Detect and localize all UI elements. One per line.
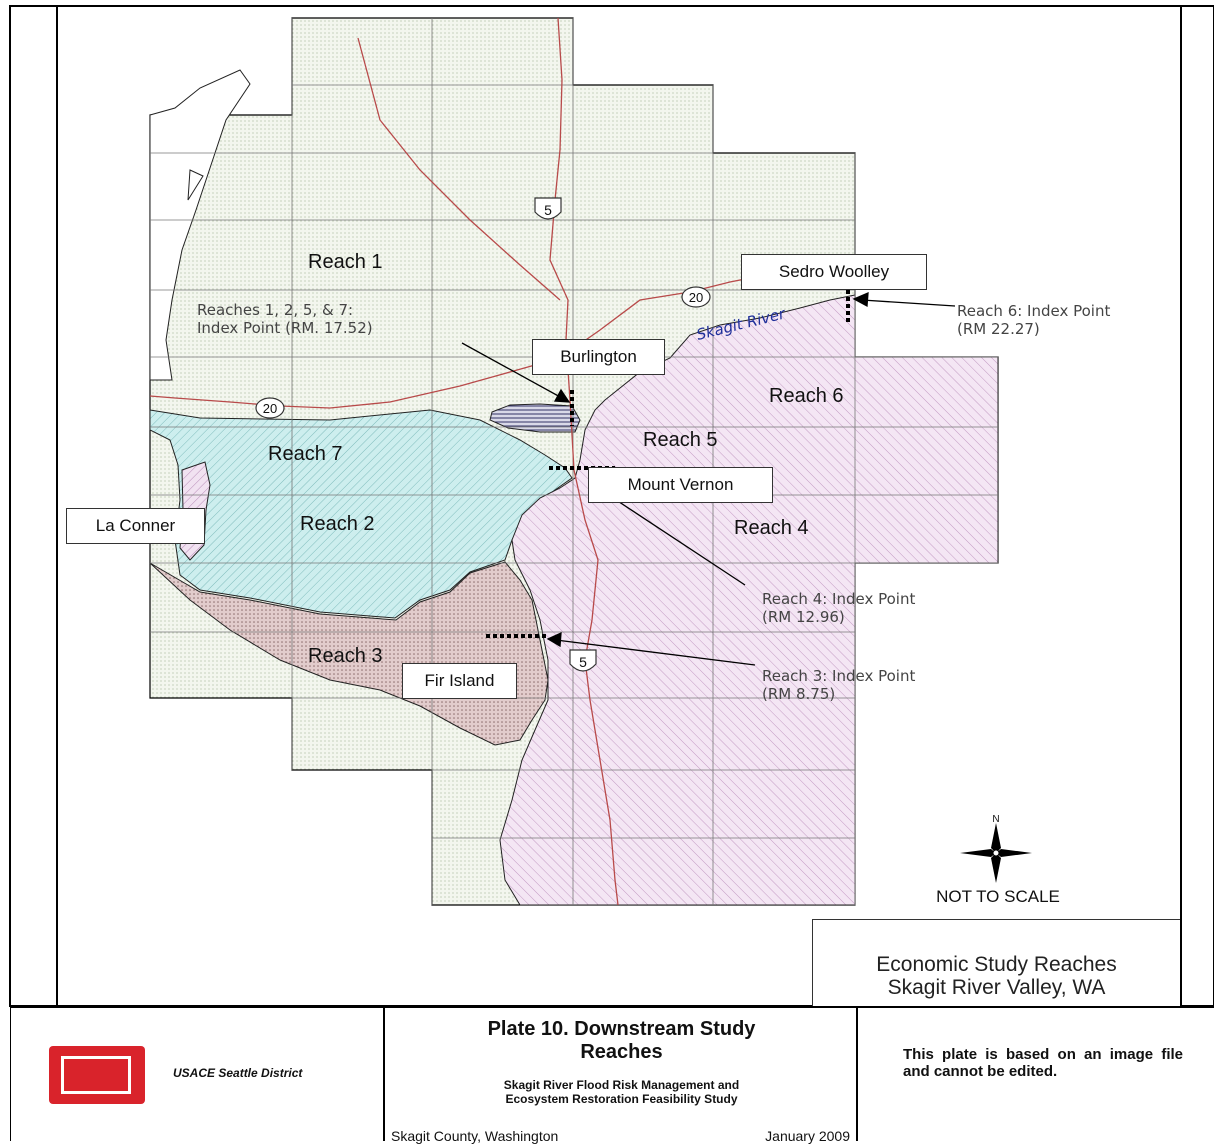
place-label-mount-vernon: Mount Vernon bbox=[588, 467, 773, 503]
reach-4-label: Reach 4 bbox=[734, 517, 809, 539]
reach-4-6-area bbox=[499, 294, 999, 906]
reach-5-area bbox=[489, 403, 581, 433]
sr20-east-shield: 20 bbox=[681, 286, 711, 308]
plate-subtitle-line1: Skagit River Flood Risk Management and bbox=[503, 1078, 740, 1092]
sr20-east-shield-text: 20 bbox=[689, 290, 703, 305]
sr20-west-shield-text: 20 bbox=[263, 401, 277, 416]
title-block-note-cell: This plate is based on an image file and… bbox=[856, 1008, 1214, 1141]
map-grid bbox=[150, 18, 998, 905]
place-label-burlington: Burlington bbox=[532, 339, 665, 375]
place-label-fir-island: Fir Island bbox=[402, 663, 517, 699]
i5-north-shield-text: 5 bbox=[544, 202, 552, 218]
state-route-20-west bbox=[149, 395, 331, 409]
plate-date: January 2009 bbox=[765, 1128, 850, 1144]
reach-1-label: Reach 1 bbox=[308, 251, 383, 273]
reach-2-label: Reach 2 bbox=[300, 513, 375, 535]
title-block-plate-cell: Plate 10. Downstream Study Reaches Skagi… bbox=[383, 1008, 858, 1144]
sr20-west-shield: 20 bbox=[255, 397, 285, 419]
title-block: USACE Seattle District Plate 10. Downstr… bbox=[10, 1006, 1214, 1144]
usace-castle-logo-icon bbox=[49, 1046, 145, 1104]
plate-county: Skagit County, Washington bbox=[391, 1128, 559, 1144]
interstate-5 bbox=[549, 17, 619, 906]
reach-6-index-line2: (RM 22.27) bbox=[957, 320, 1040, 338]
scale-note: NOT TO SCALE bbox=[936, 887, 1060, 906]
i5-south-shield-text: 5 bbox=[579, 654, 587, 670]
place-label-sedro-woolley: Sedro Woolley bbox=[741, 254, 927, 290]
reach-6-index-line1: Reach 6: Index Point bbox=[957, 302, 1110, 320]
reach-3-index-line2: (RM 8.75) bbox=[762, 685, 835, 703]
plate-title-line1: Plate 10. Downstream Study bbox=[487, 1018, 756, 1040]
index-point-markers bbox=[486, 290, 850, 638]
reach-6-label: Reach 6 bbox=[769, 385, 844, 407]
study-title-line1: Economic Study Reaches bbox=[876, 953, 1117, 976]
reaches-1-2-5-7-index-line1: Reaches 1, 2, 5, & 7: bbox=[197, 301, 353, 319]
reach-4-index-line1: Reach 4: Index Point bbox=[762, 590, 915, 608]
organization-name: USACE Seattle District bbox=[173, 1066, 303, 1080]
north-arrow-icon bbox=[960, 823, 1032, 883]
study-title-box: Economic Study Reaches Skagit River Vall… bbox=[812, 919, 1180, 1006]
coastline-inlet bbox=[187, 169, 204, 201]
i5-south-shield: 5 bbox=[569, 649, 597, 672]
reach-3-index-line1: Reach 3: Index Point bbox=[762, 667, 915, 685]
plate-subtitle-line2: Ecosystem Restoration Feasibility Study bbox=[505, 1092, 738, 1106]
place-label-la-conner: La Conner bbox=[66, 508, 205, 544]
reach-3-label: Reach 3 bbox=[308, 645, 383, 667]
study-title-line2: Skagit River Valley, WA bbox=[887, 976, 1106, 999]
reaches-1-2-5-7-index-line2: Index Point (RM. 17.52) bbox=[197, 319, 373, 337]
north-arrow-label: N bbox=[992, 814, 999, 825]
coastline-water bbox=[149, 69, 251, 381]
plate-title-line2: Reaches bbox=[580, 1041, 663, 1063]
highway-diagonal bbox=[357, 37, 561, 301]
image-file-note: This plate is based on an image file and… bbox=[903, 1046, 1183, 1080]
i5-north-shield: 5 bbox=[534, 197, 562, 220]
reach-7-label: Reach 7 bbox=[268, 443, 343, 465]
reach-5-label: Reach 5 bbox=[643, 429, 718, 451]
reach-4-index-line2: (RM 12.96) bbox=[762, 608, 845, 626]
title-block-logo-cell: USACE Seattle District bbox=[10, 1008, 384, 1141]
